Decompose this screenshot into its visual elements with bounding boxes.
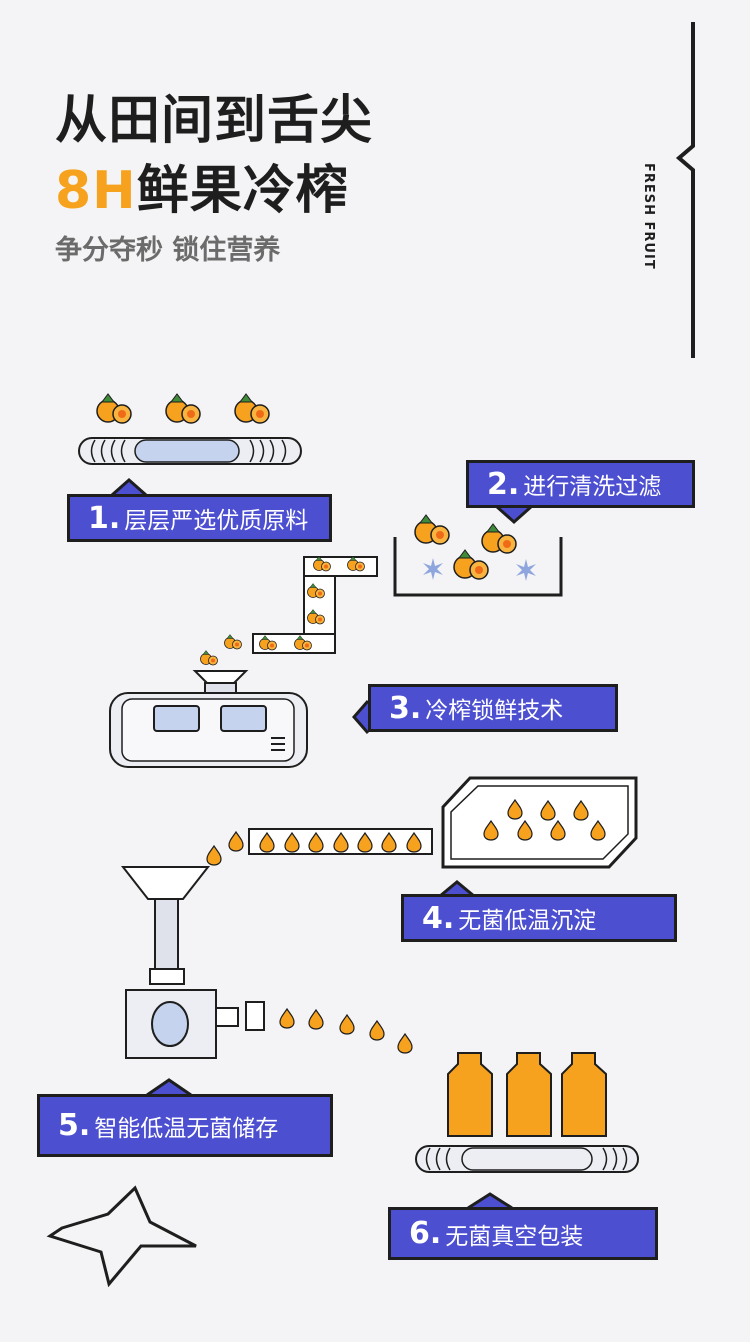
bracket-line — [675, 22, 695, 358]
step-text: 无菌低温沉淀 — [458, 908, 597, 934]
step-label-5: 5. 智能低温无菌储存 — [37, 1094, 333, 1157]
step-label-3: 3. 冷榨锁鲜技术 — [368, 684, 618, 732]
step-label-6: 6. 无菌真空包装 — [388, 1207, 658, 1260]
storage-machine-icon — [120, 866, 265, 1059]
juice-drop-icon — [279, 1008, 413, 1054]
page-subtitle: 争分夺秒 锁住营养 — [55, 235, 281, 266]
fruit-icon — [96, 393, 270, 424]
conveyor-belt-icon — [78, 437, 302, 465]
label-notch-4 — [439, 880, 475, 898]
label-notch-2 — [495, 504, 533, 525]
label-notch-1 — [111, 477, 147, 497]
step-label-1: 1. 层层严选优质原料 — [67, 494, 332, 542]
wash-tank-icon — [393, 514, 563, 597]
juice-drop-icon — [206, 831, 244, 866]
title-accent-8h: 8H — [55, 161, 137, 221]
step-label-2: 2. 进行清洗过滤 — [466, 460, 695, 508]
step-number: 6. — [409, 1216, 442, 1251]
title-rest: 鲜果冷榨 — [136, 161, 349, 221]
step-text: 冷榨锁鲜技术 — [425, 698, 564, 724]
sediment-tank-icon — [441, 776, 638, 869]
fresh-fruit-side-label: FRESH FRUIT — [641, 163, 656, 270]
step-number: 4. — [422, 900, 455, 936]
step-text: 无菌真空包装 — [445, 1223, 584, 1250]
conveyor-belt-icon — [415, 1145, 639, 1173]
step-number: 1. — [88, 500, 121, 536]
label-notch-5 — [146, 1078, 192, 1097]
step-text: 层层严选优质原料 — [124, 508, 309, 534]
cold-press-machine-icon — [109, 670, 308, 768]
step-text: 进行清洗过滤 — [523, 474, 662, 500]
step-label-4: 4. 无菌低温沉淀 — [401, 894, 677, 942]
step-number: 2. — [487, 466, 520, 502]
page-title-line2: 8H鲜果冷榨 — [55, 148, 349, 223]
label-notch-6 — [467, 1192, 513, 1210]
page-title: 从田间到舌尖 — [55, 91, 374, 151]
drop-conveyor-icon — [248, 828, 433, 855]
juice-bottle-icon — [447, 1052, 607, 1137]
step-number: 5. — [58, 1108, 91, 1143]
burst-icon — [46, 1185, 197, 1288]
step-number: 3. — [389, 690, 422, 726]
label-notch-3 — [352, 700, 370, 734]
step-text: 智能低温无菌储存 — [94, 1115, 279, 1142]
chute-conveyor-icon — [252, 556, 378, 654]
